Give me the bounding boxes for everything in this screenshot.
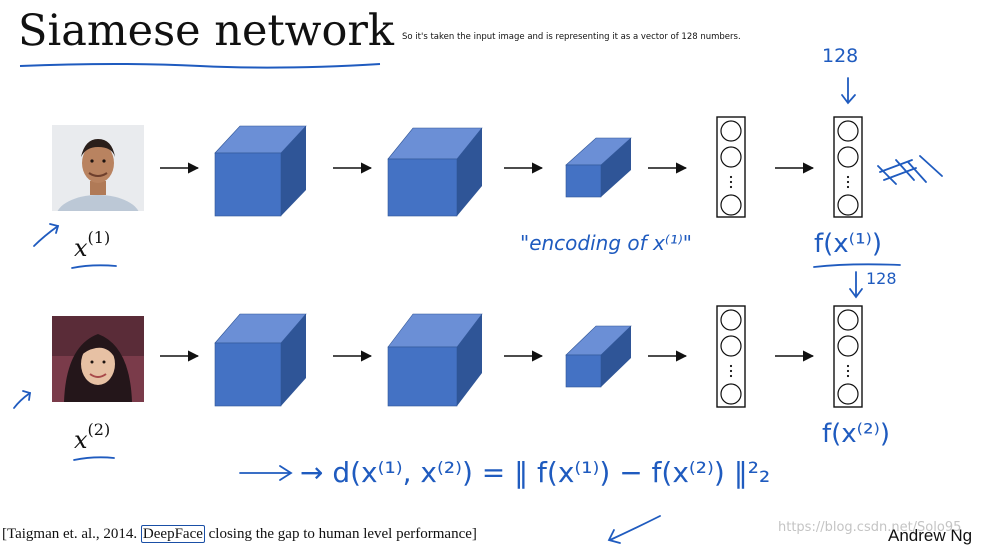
circle-node-icon: [720, 309, 742, 331]
circle-node-icon: [837, 309, 859, 331]
input-photo-1: [52, 125, 144, 211]
title-underline: [19, 63, 381, 69]
citation-deepface: DeepFace: [140, 525, 205, 543]
circle-node-icon: [837, 383, 859, 405]
input-label-1: x(1): [74, 228, 110, 262]
citation: [Taigman et. al., 2014. DeepFace closing…: [2, 525, 477, 543]
scribble-mark: [877, 155, 943, 185]
encoding-vector-2: [833, 305, 863, 408]
pointer-arrow-icon: [609, 515, 661, 541]
input-index-1: (1): [87, 228, 111, 247]
circle-node-icon: [720, 194, 742, 216]
input-symbol-1: x: [74, 234, 88, 262]
encoding-dims-2: 128: [866, 269, 897, 288]
network-row-1: [160, 116, 863, 218]
encoding-vector-1: [833, 116, 863, 218]
fraction-line: [813, 263, 901, 268]
encoding-annotation: "encoding of x⁽¹⁾": [520, 231, 692, 255]
input-label-2: x(2): [74, 420, 110, 454]
conv-block-6: [565, 325, 632, 388]
fc-layer-2: [716, 305, 746, 408]
label-underline: [73, 456, 115, 461]
circle-node-icon: [837, 194, 859, 216]
circle-node-icon: [837, 120, 859, 142]
handwriting: [13, 77, 943, 544]
label-underline: [71, 264, 117, 269]
conv-block-3: [565, 137, 632, 198]
encoding-dims-1: 128: [822, 45, 858, 67]
watermark: https://blog.csdn.net/Solo95: [778, 520, 962, 535]
pointer-arrow-icon: [13, 392, 31, 409]
citation-prefix: [Taigman et. al., 2014.: [2, 526, 138, 542]
conv-block-1: [214, 125, 307, 217]
circle-node-icon: [837, 335, 859, 357]
circle-node-icon: [720, 383, 742, 405]
input-photo-2: [52, 316, 144, 402]
network-row-2: [160, 305, 863, 408]
input-index-2: (2): [87, 420, 111, 439]
fc-layer-1: [716, 116, 746, 218]
circle-node-icon: [720, 146, 742, 168]
slide-title: Siamese network: [18, 6, 394, 56]
input-symbol-2: x: [74, 426, 88, 454]
slide-note: So it's taken the input image and is rep…: [402, 32, 741, 42]
circle-node-icon: [837, 146, 859, 168]
encoding-label-2: f(x⁽²⁾): [822, 419, 890, 449]
author: Andrew Ng: [888, 526, 973, 545]
distance-formula: → d(x⁽¹⁾, x⁽²⁾) = ‖ f(x⁽¹⁾) − f(x⁽²⁾) ‖²…: [300, 456, 770, 489]
citation-suffix: closing the gap to human level performan…: [204, 526, 477, 542]
conv-block-4: [214, 313, 307, 407]
conv-block-5: [387, 313, 483, 407]
circle-node-icon: [720, 335, 742, 357]
encoding-label-1: f(x⁽¹⁾): [814, 229, 882, 259]
conv-block-2: [387, 127, 483, 217]
circle-node-icon: [720, 120, 742, 142]
pointer-arrow-icon: [33, 225, 59, 247]
